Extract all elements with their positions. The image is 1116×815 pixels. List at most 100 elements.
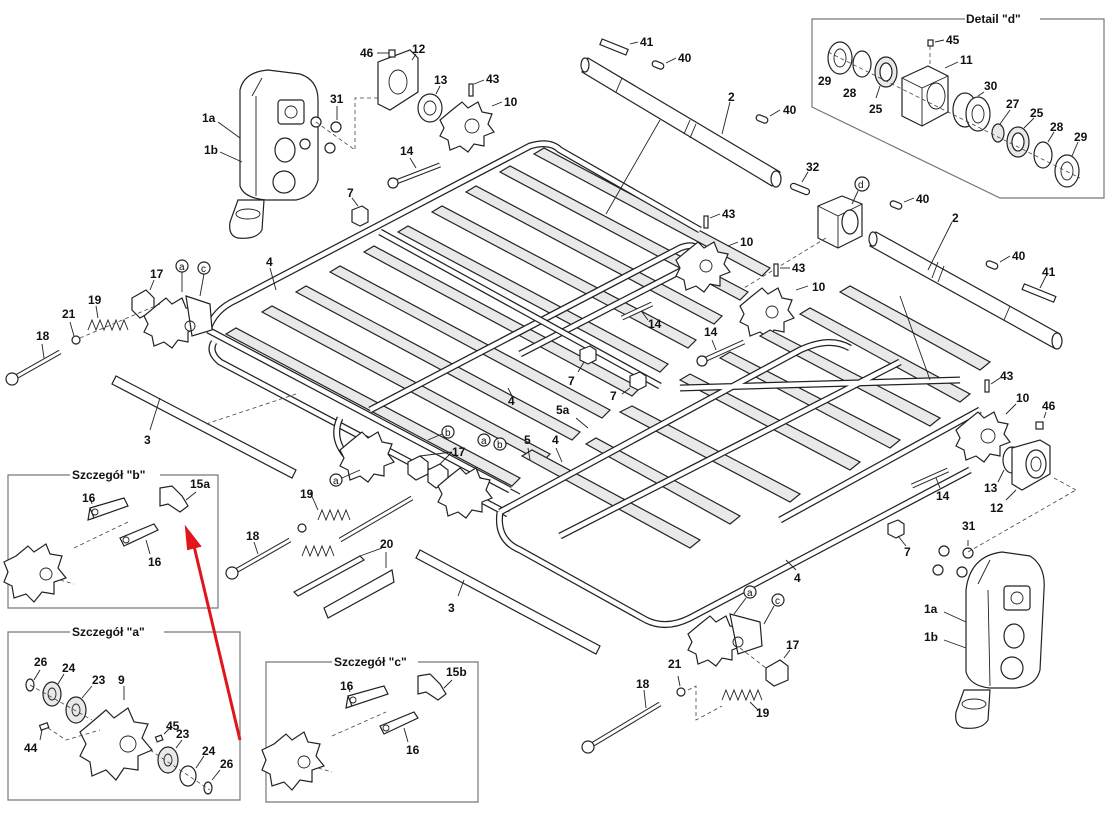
label-4d: 4 (794, 571, 801, 585)
label-5a: 5a (556, 403, 570, 417)
label-15a: 15a (190, 477, 210, 491)
label-21: 21 (62, 307, 76, 321)
label-1b-b: 1b (924, 630, 938, 644)
label-1b: 1b (204, 143, 218, 157)
label-28: 28 (843, 86, 857, 100)
label-9: 9 (118, 673, 125, 687)
label-4: 4 (266, 255, 273, 269)
detail-d-box: Detail "d" 45 11 29 28 25 30 (811, 12, 1105, 199)
guide-20b (323, 569, 395, 619)
label-18b: 18 (246, 529, 260, 543)
label-30: 30 (984, 79, 998, 93)
label-29: 29 (818, 74, 832, 88)
label-7: 7 (347, 186, 354, 200)
spring-19 (87, 318, 129, 332)
conveyor-lower: 5a 5 4 4 (495, 285, 992, 628)
gearbox-lower: 31 1a 1b (924, 489, 1077, 729)
bearing-housing-d: d (743, 176, 870, 289)
label-41: 41 (640, 35, 654, 49)
bracket-15b (417, 673, 447, 701)
tensioner-middle: b a 17 a b 19 18 20 3 (225, 425, 601, 655)
label-4b: 4 (508, 394, 515, 408)
label-40d: 40 (1012, 249, 1026, 263)
detail-d-title: Detail "d" (966, 12, 1021, 26)
label-32: 32 (806, 160, 820, 174)
label-12: 12 (412, 42, 426, 56)
label-40b: 40 (783, 103, 797, 117)
label-17c: 17 (786, 638, 800, 652)
sprocket (3, 543, 68, 603)
label-40c: 40 (916, 192, 930, 206)
label-14d: 14 (936, 489, 950, 503)
washer-29b (1054, 154, 1080, 188)
label-7d: 7 (904, 545, 911, 559)
bolt-18c (581, 740, 595, 754)
label-10b: 10 (740, 235, 754, 249)
label-1a-b: 1a (924, 602, 938, 616)
label-17: 17 (150, 267, 164, 281)
label-19c: 19 (756, 706, 770, 720)
label-15b: 15b (446, 665, 467, 679)
label-43: 43 (486, 72, 500, 86)
label-18: 18 (36, 329, 50, 343)
label-3: 3 (144, 433, 151, 447)
label-31: 31 (330, 92, 344, 106)
label-43c: 43 (792, 261, 806, 275)
label-14b: 14 (648, 317, 662, 331)
chain-clip-7 (351, 205, 369, 227)
callout-a-2: a (333, 476, 339, 487)
label-20: 20 (380, 537, 394, 551)
label-43d: 43 (1000, 369, 1014, 383)
shaft-2-lower: 40 2 40 41 (868, 192, 1063, 350)
label-26b: 26 (220, 757, 234, 771)
seal-28b (1033, 141, 1053, 169)
drive-flange-lower: 43 10 46 13 12 14 7 (887, 369, 1077, 559)
detail-c-box: Szczegół "c" 16 16 15b (261, 655, 479, 803)
label-14: 14 (400, 144, 414, 158)
label-24: 24 (62, 661, 76, 675)
label-29b: 29 (1074, 130, 1088, 144)
label-46b: 46 (1042, 399, 1056, 413)
label-16c: 16 (340, 679, 354, 693)
sprocket-9 (79, 707, 153, 781)
sprockets-middle: 43 10 43 10 14 14 7 7 (568, 207, 826, 403)
label-7b: 7 (568, 374, 575, 388)
label-26: 26 (34, 655, 48, 669)
grease-nipple-45 (927, 39, 934, 47)
tensioner-lower-right: a c 17 19 21 18 (581, 585, 800, 754)
callout-b-2: b (497, 440, 503, 451)
label-16b: 16 (148, 555, 162, 569)
callout-b: b (445, 428, 451, 439)
label-4c: 4 (552, 433, 559, 447)
circlip-27 (991, 123, 1005, 143)
shaft-3b (415, 549, 601, 655)
label-14c: 14 (704, 325, 718, 339)
label-13: 13 (434, 73, 448, 87)
label-43b: 43 (722, 207, 736, 221)
bolt-18 (5, 372, 19, 386)
detail-b-title: Szczegół "b" (72, 468, 145, 482)
shaft-2-upper: 41 40 2 40 32 (580, 35, 820, 196)
bracket-15a (159, 485, 189, 513)
sprocket-10 (439, 101, 495, 153)
washer-21 (71, 335, 81, 345)
label-5: 5 (524, 433, 531, 447)
label-41b: 41 (1042, 265, 1056, 279)
detail-a-title: Szczegół "a" (72, 625, 145, 639)
drive-flange-upper: 46 12 13 43 10 14 7 (347, 42, 518, 227)
callout-a: a (179, 262, 185, 273)
callout-a-3: a (481, 436, 487, 447)
tensioner-upper-left: 17 a c 19 21 18 3 (5, 259, 297, 479)
label-10c: 10 (812, 280, 826, 294)
label-10d: 10 (1016, 391, 1030, 405)
label-12b: 12 (990, 501, 1004, 515)
label-24b: 24 (202, 744, 216, 758)
label-45: 45 (946, 33, 960, 47)
label-2: 2 (728, 90, 735, 104)
bearing-30 (965, 96, 991, 132)
callout-c-2: c (775, 596, 780, 607)
label-10: 10 (504, 95, 518, 109)
bolt-18b (225, 566, 239, 580)
label-45a: 45 (166, 719, 180, 733)
